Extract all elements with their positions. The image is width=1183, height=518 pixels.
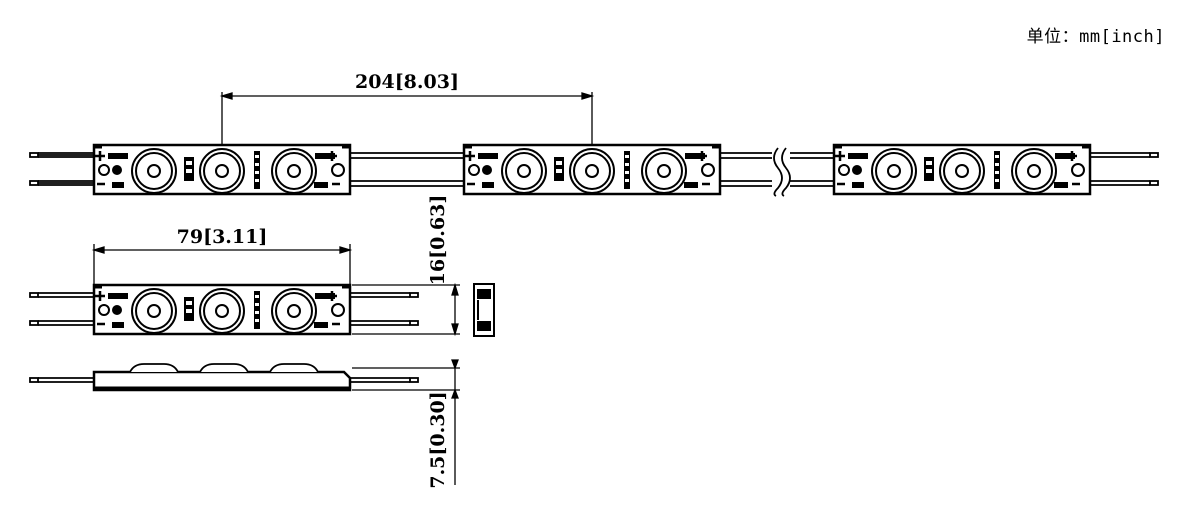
module-chain <box>29 147 1159 197</box>
led-module-single <box>92 283 352 336</box>
end-view <box>473 283 495 337</box>
width-dimension-label: 16[0.63] <box>427 195 449 286</box>
length-dimension-label: 79[3.11] <box>177 226 268 248</box>
width-dimension <box>352 282 460 337</box>
led-module-2 <box>462 143 722 196</box>
unit-label: 单位：mm[inch] <box>1026 27 1165 47</box>
single-module-wires <box>29 292 419 326</box>
pitch-dimension <box>219 92 595 145</box>
led-module-1 <box>92 143 352 196</box>
side-view <box>29 363 419 392</box>
led-module-3 <box>832 143 1092 196</box>
height-dimension-label: 7.5[0.30] <box>427 391 449 488</box>
length-dimension <box>91 244 353 285</box>
pitch-dimension-label: 204[8.03] <box>355 71 459 93</box>
height-dimension <box>352 359 460 485</box>
